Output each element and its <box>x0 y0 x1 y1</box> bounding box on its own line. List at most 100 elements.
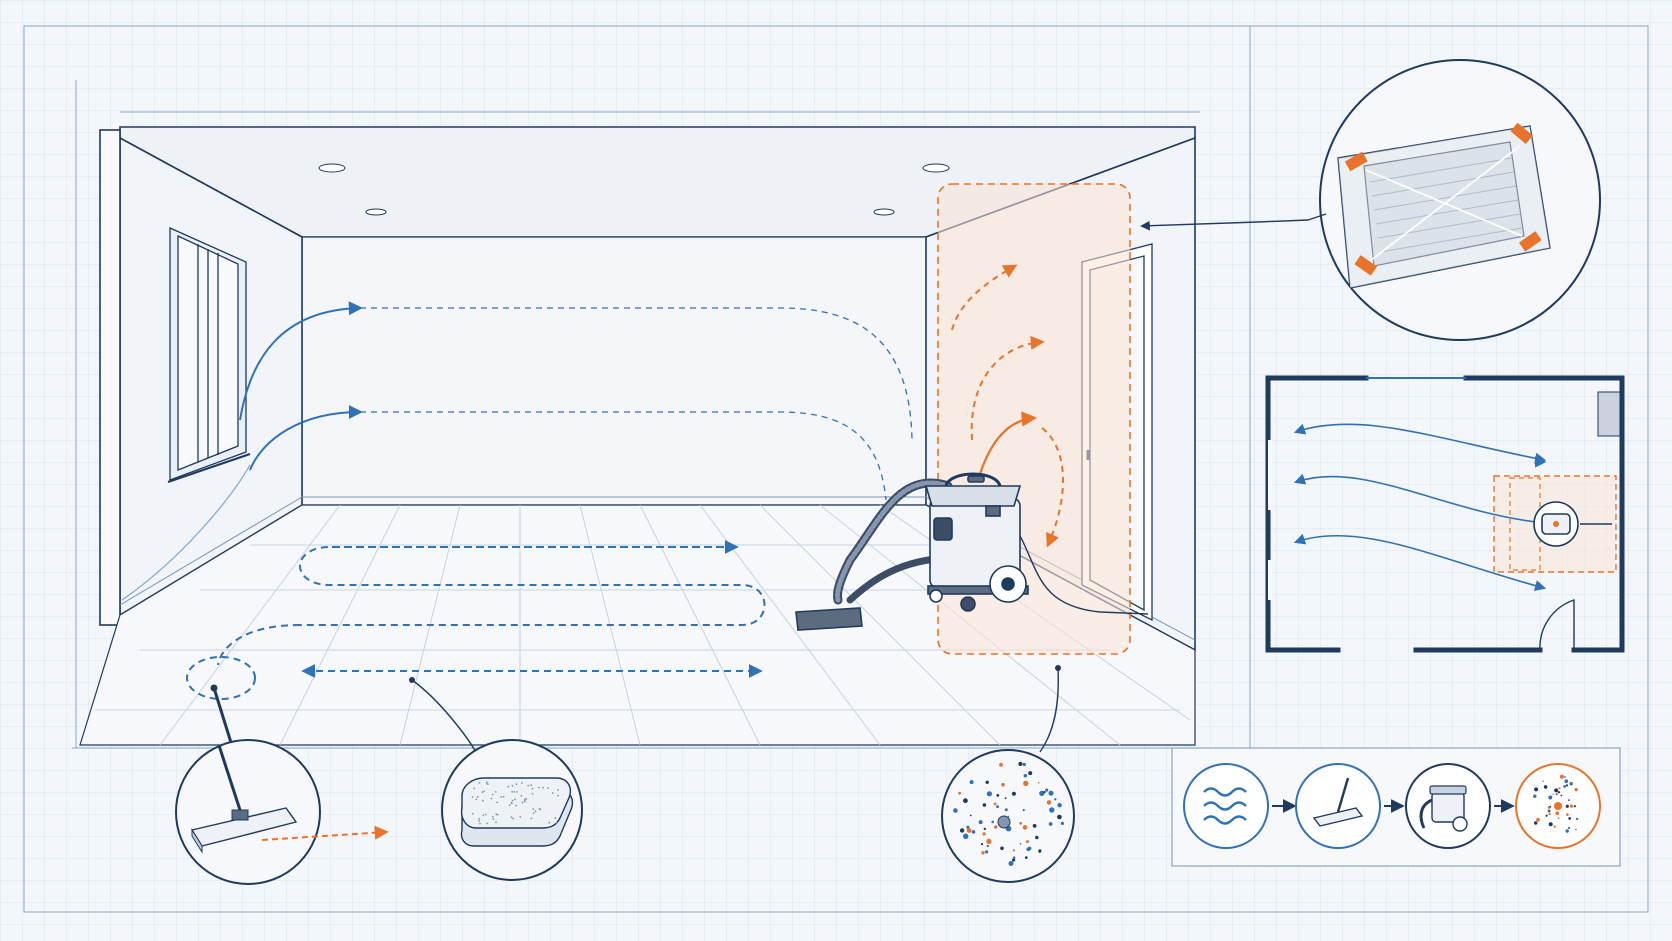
dust-particle <box>1060 821 1064 826</box>
cloth-fiber-dot <box>486 822 489 825</box>
dust-particle <box>1000 846 1004 851</box>
dust-particle <box>982 803 987 807</box>
cloth-fiber-dot <box>495 821 497 824</box>
dust-particle <box>966 828 972 833</box>
dust-particle <box>1007 815 1010 818</box>
microfiber-cloth-icon <box>460 777 574 847</box>
dust-particle <box>1001 782 1005 787</box>
dust-particle <box>1012 856 1016 859</box>
dust-detail-callout <box>941 749 1075 883</box>
cloth-fiber-dot <box>491 793 494 796</box>
dust-particle <box>1023 774 1027 778</box>
dust-particle <box>986 791 993 797</box>
cloth-fiber-dot <box>482 799 484 802</box>
cloth-fiber-dot <box>491 816 494 818</box>
dust-particle <box>1023 780 1029 787</box>
cloth-fiber-dot <box>490 797 493 800</box>
cloth-fiber-dot <box>521 782 523 784</box>
cloth-fiber-dot <box>531 787 534 790</box>
back-wall <box>301 236 927 506</box>
dust-particle <box>991 820 994 824</box>
window <box>167 226 251 483</box>
dust-particle <box>1004 797 1007 800</box>
vent-airflow <box>951 264 1064 548</box>
process-steps <box>1183 763 1601 849</box>
dust-particle <box>1012 858 1016 862</box>
dust-particle <box>981 851 985 855</box>
dust-particle <box>986 838 992 845</box>
cloth-fiber-dot <box>530 784 533 787</box>
cloth-fiber-dot <box>519 816 522 818</box>
cloth-fiber-dot <box>494 791 497 793</box>
cloth-fiber-dot <box>500 796 502 798</box>
dust-particle <box>1035 835 1039 840</box>
dust-particle <box>953 808 958 813</box>
cloth-fiber-dot <box>481 791 484 794</box>
cloth-fiber-dot <box>479 822 481 825</box>
vent-detail-callout <box>1307 59 1601 341</box>
cloth-fiber-dot <box>475 798 478 801</box>
cloth-fiber-dot <box>511 790 513 793</box>
cloth-fiber-dot <box>532 808 535 811</box>
dust-particle <box>986 845 989 847</box>
dust-particle <box>1038 781 1040 784</box>
cloth-fiber-dot <box>515 804 517 807</box>
cloth-fiber-dot <box>551 792 554 794</box>
mop-detail-callout <box>175 739 389 885</box>
dust-particle <box>980 843 984 846</box>
dust-particle <box>1032 824 1037 828</box>
flat-mop-icon <box>1295 763 1381 849</box>
cloth-fiber-dot <box>516 791 518 793</box>
dust-particles-icon <box>1515 763 1601 849</box>
dust-particle <box>1025 840 1029 844</box>
cloth-fiber-dot <box>495 813 498 816</box>
cloth-detail-callout <box>441 739 583 881</box>
cloth-fiber-dot <box>557 794 559 797</box>
dust-particle <box>969 780 974 785</box>
cloth-fiber-dot <box>478 820 481 822</box>
cloth-fiber-dot <box>554 817 557 819</box>
dust-particle <box>982 832 986 836</box>
dust-particle <box>1004 808 1008 812</box>
mopping-path <box>186 540 766 700</box>
dust-particle <box>978 820 983 825</box>
cloth-fiber-dot <box>473 787 476 790</box>
dust-particle <box>1027 846 1032 851</box>
ceiling-lights <box>318 163 950 216</box>
cloth-fiber-dot <box>515 783 518 786</box>
cloth-fiber-dot <box>527 784 530 787</box>
airflow-waves-icon <box>1183 763 1269 849</box>
cloth-texture <box>471 781 559 825</box>
cloth-fiber-dot <box>532 812 535 814</box>
dust-large-particle <box>997 815 1011 829</box>
dust-particle <box>958 791 961 795</box>
cloth-fiber-dot <box>510 816 513 819</box>
covered-vent-icon <box>1337 125 1551 289</box>
dust-particle <box>999 762 1003 767</box>
cloth-fiber-dot <box>538 786 540 789</box>
cloth-fiber-dot <box>542 786 544 789</box>
cloth-fiber-dot <box>482 814 485 817</box>
left-wall-edge <box>99 129 121 626</box>
dust-particle <box>1028 771 1033 776</box>
cloth-fiber-dot <box>478 782 481 784</box>
dust-particle <box>994 826 997 829</box>
cloth-fiber-dot <box>510 801 513 804</box>
cloth-fiber-dot <box>507 785 510 788</box>
cloth-fiber-dot <box>496 801 499 804</box>
dust-particle <box>1022 825 1028 830</box>
dust-particle <box>1048 822 1053 826</box>
dust-particle <box>1038 849 1042 853</box>
dust-particle <box>1048 790 1054 796</box>
shop-vacuum-icon <box>1405 763 1491 849</box>
dust-particle <box>1054 798 1057 801</box>
drawing-frame <box>23 25 1649 913</box>
cloth-fiber-dot <box>471 796 474 798</box>
cloth-fiber-dot <box>512 817 514 820</box>
dust-particle <box>1008 861 1014 866</box>
dust-particle <box>971 830 976 834</box>
cloth-fiber-dot <box>478 818 480 820</box>
dust-particle <box>1045 788 1049 792</box>
window-airflow <box>121 301 913 601</box>
